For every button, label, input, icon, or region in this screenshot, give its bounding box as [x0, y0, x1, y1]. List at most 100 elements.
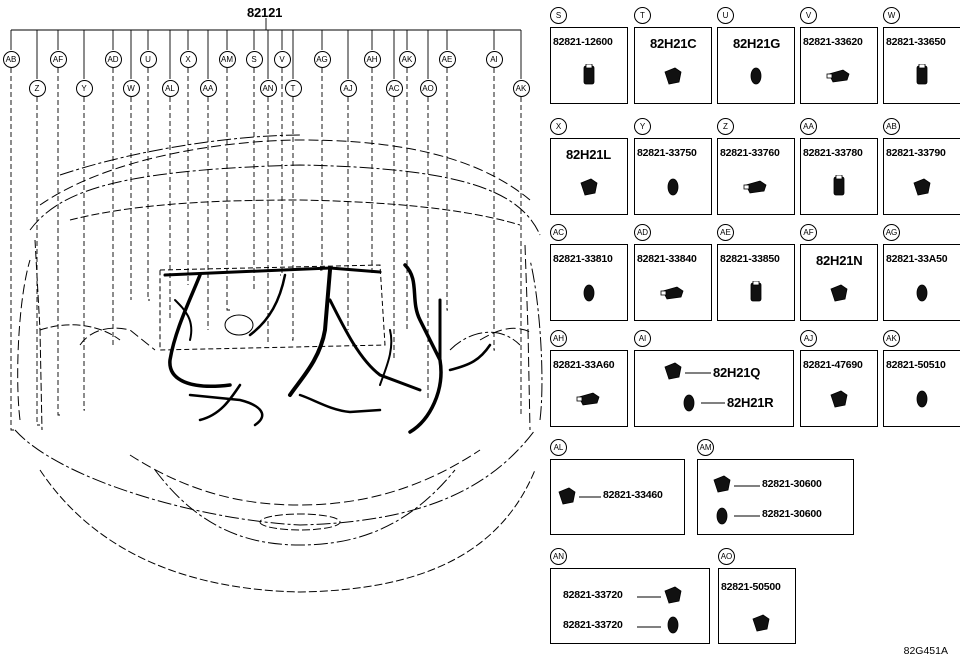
callout-ah: AH: [363, 50, 381, 68]
panel-tag-t: T: [634, 7, 651, 24]
wire-harness: [298, 393, 382, 414]
panel-y: 82821-33750: [634, 138, 712, 215]
wire-harness: [248, 273, 287, 337]
panel-x: 82H21L: [550, 138, 628, 215]
part-number: 82821-30600: [762, 508, 822, 520]
panel-ag: 82821-33A50: [883, 244, 960, 321]
panel-tag-ai: AI: [634, 330, 651, 347]
panel-w: 82821-33650: [883, 27, 960, 104]
connector-icon: [580, 178, 598, 196]
part-number: 82821-30600: [762, 478, 822, 490]
part-number: 82821-33760: [720, 147, 780, 159]
panel-tag-an: AN: [550, 548, 567, 565]
panel-tag-s: S: [550, 7, 567, 24]
body-outline: [129, 449, 481, 506]
wire-harness: [198, 383, 242, 422]
main-part-number: 82121: [247, 5, 283, 20]
wire-harness: [168, 273, 232, 388]
panel-al: 82821-33460: [550, 459, 685, 535]
callout-ae: AE: [438, 50, 456, 68]
wire-harness: [379, 329, 393, 386]
connector-icon: [916, 64, 928, 85]
panel-tag-y: Y: [634, 118, 651, 135]
body-outline: [154, 469, 456, 546]
panel-tag-ag: AG: [883, 224, 900, 241]
callout-ad: AD: [104, 50, 122, 68]
part-number: 82821-33720: [563, 589, 623, 601]
connector-icon: [833, 175, 845, 196]
figure-code: 82G451A: [903, 645, 948, 657]
callout-am: AM: [218, 50, 236, 68]
body-outline: [39, 469, 536, 593]
callout-w: W: [122, 79, 140, 97]
wire-harness: [163, 266, 382, 277]
panel-tag-ab: AB: [883, 118, 900, 135]
panel-tag-af: AF: [800, 224, 817, 241]
callout-aj: AJ: [339, 79, 357, 97]
leader-line: [734, 485, 760, 487]
callout-ag: AG: [313, 50, 331, 68]
body-outline: [259, 513, 341, 531]
callout-u: U: [139, 50, 157, 68]
callout-ak: AK: [398, 50, 416, 68]
connector-icon: [583, 64, 595, 85]
panel-tag-ae: AE: [717, 224, 734, 241]
connector-icon: [667, 178, 679, 196]
part-number: 82821-33650: [886, 36, 946, 48]
wire-harness: [188, 393, 264, 427]
callout-z: Z: [28, 79, 46, 97]
connector-icon: [750, 67, 762, 85]
callout-s: S: [245, 50, 263, 68]
panel-ak: 82821-50510: [883, 350, 960, 427]
connector-icon: [916, 390, 928, 408]
panel-tag-al: AL: [550, 439, 567, 456]
panel-tag-u: U: [717, 7, 734, 24]
panel-tag-aa: AA: [800, 118, 817, 135]
wire-harness: [174, 299, 193, 341]
connector-icon: [830, 284, 848, 302]
leader-line: [579, 496, 601, 498]
callout-ai: AI: [485, 50, 503, 68]
panel-tag-aj: AJ: [800, 330, 817, 347]
wire-harness: [328, 298, 422, 392]
part-number: 82821-50510: [886, 359, 946, 371]
part-number: 82H21N: [816, 253, 863, 268]
body-outline: [79, 327, 156, 351]
panel-tag-ak: AK: [883, 330, 900, 347]
panel-ad: 82821-33840: [634, 244, 712, 321]
body-outline: [39, 139, 531, 206]
panel-aj: 82821-47690: [800, 350, 878, 427]
part-number: 82821-47690: [803, 359, 863, 371]
panel-tag-ad: AD: [634, 224, 651, 241]
leader-line: [637, 596, 661, 598]
part-number: 82821-33790: [886, 147, 946, 159]
part-number: 82H21G: [733, 36, 781, 51]
part-number: 82821-33810: [553, 253, 613, 265]
connector-icon: [664, 586, 682, 604]
part-number: 82821-12600: [553, 36, 613, 48]
part-number: 82H21Q: [713, 365, 761, 380]
panel-tag-am: AM: [697, 439, 714, 456]
callout-af: AF: [49, 50, 67, 68]
body-outline: [39, 324, 121, 341]
panel-v: 82821-33620: [800, 27, 878, 104]
part-number: 82H21R: [727, 395, 774, 410]
panel-z: 82821-33760: [717, 138, 795, 215]
body-outline: [529, 259, 543, 421]
panel-tag-ac: AC: [550, 224, 567, 241]
part-number: 82821-50500: [721, 581, 781, 593]
connector-icon: [916, 284, 928, 302]
connector-icon: [683, 394, 695, 412]
panel-tag-x: X: [550, 118, 567, 135]
connector-icon: [558, 487, 576, 505]
panel-ac: 82821-33810: [550, 244, 628, 321]
callout-aa: AA: [199, 79, 217, 97]
part-number: 82821-33850: [720, 253, 780, 265]
part-number: 82821-33620: [803, 36, 863, 48]
connector-icon: [750, 281, 762, 302]
part-number: 82H21L: [566, 147, 612, 162]
body-outline: [479, 327, 531, 341]
